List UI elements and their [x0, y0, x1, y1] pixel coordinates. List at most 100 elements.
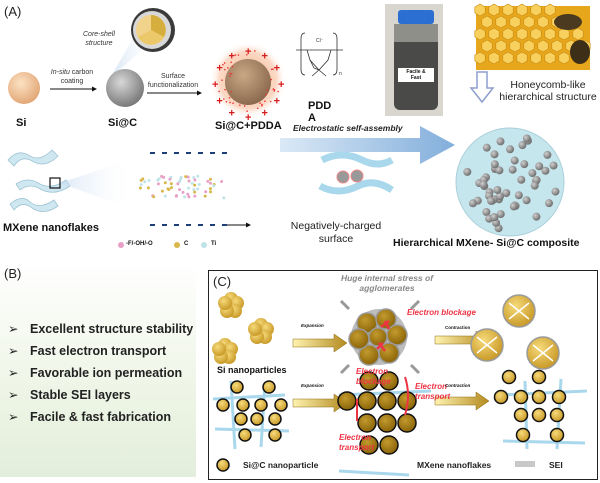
charge-dot	[229, 97, 231, 99]
legend-sei-swatch	[515, 461, 535, 467]
atom	[175, 194, 178, 197]
honeycomb-photo	[475, 4, 590, 70]
legend-dot-c	[174, 242, 180, 248]
sic-ball	[506, 145, 514, 153]
atom	[147, 179, 150, 182]
bullet-arrow-icon: ➢	[8, 343, 30, 358]
advantage-item: ➢Stable SEI layers	[8, 387, 131, 402]
expansion-label-bottom: Expansion	[301, 383, 324, 388]
panel-c-label: (C)	[213, 274, 231, 289]
agglomerate	[349, 309, 407, 365]
sic-particle	[551, 409, 564, 422]
self-assembly-label: Electrostatic self-assembly	[293, 123, 403, 133]
functionalization-step-label: Surface functionalization	[142, 72, 204, 90]
plus-charge: +	[216, 63, 222, 75]
neg-surface-line1: Negatively-charged	[276, 220, 396, 233]
sic-particle	[495, 391, 508, 404]
sic-particle	[533, 391, 546, 404]
electron-transport-label-left: Electron transport	[339, 433, 374, 453]
atom	[193, 179, 196, 182]
mxene-flakes-icon	[8, 150, 70, 212]
sic-ball	[491, 160, 499, 168]
mxene-label: MXene nanoflakes	[3, 222, 99, 234]
atom	[204, 190, 207, 193]
atom	[191, 182, 194, 185]
negative-surface-label: Negatively-charged surface	[276, 220, 396, 246]
plus-charge: +	[212, 79, 218, 91]
honeycomb-cell	[475, 52, 485, 64]
plus-charge: +	[245, 46, 251, 58]
legend-sei-label: SEI	[549, 460, 563, 470]
sic-particle	[378, 414, 396, 432]
panel-c-graphics	[209, 271, 597, 479]
sic-particle	[517, 429, 530, 442]
legend-sic-icon	[217, 459, 229, 471]
sic-ball	[523, 196, 531, 204]
blockage2-line2: blockage	[356, 377, 391, 387]
panel-b-label: (B)	[4, 266, 21, 281]
jar-label-line2: Fast	[398, 75, 434, 81]
transport-b-line1: Electron	[339, 433, 374, 443]
sic-particle	[251, 413, 263, 425]
advantage-text: Facile & fast fabrication	[30, 410, 171, 424]
atom	[141, 177, 144, 180]
atom	[143, 180, 146, 183]
sic-ball	[543, 151, 551, 159]
sic-ball	[490, 150, 498, 158]
atom	[206, 180, 209, 183]
sic-particle	[275, 399, 287, 411]
plus-charge: +	[262, 108, 268, 120]
atom	[168, 178, 171, 181]
plus-charge: +	[229, 108, 235, 120]
charge-dot	[224, 89, 226, 91]
si-nanoparticle-clusters	[212, 292, 274, 364]
atom	[209, 178, 212, 181]
stress-label: Huge internal stress of agglomerates	[327, 273, 447, 293]
honeycomb-cell	[489, 4, 499, 16]
charge-dot	[232, 102, 234, 104]
charge-dot	[266, 89, 268, 91]
sic-ball	[545, 199, 553, 207]
sic-particle	[358, 414, 376, 432]
coating-step-label: In-situ carbon coating	[44, 68, 100, 86]
pdda-label-line1: PDD	[308, 100, 331, 112]
atom	[170, 182, 173, 185]
panel-c: (C) Huge internal stress of agglomerates…	[208, 270, 598, 480]
charge-dot	[235, 54, 237, 56]
sic-label: Si@C	[108, 117, 137, 129]
honeycomb-cell	[573, 28, 583, 40]
sic-ball	[483, 144, 491, 152]
sic-ball	[520, 160, 528, 168]
charge-dot	[218, 91, 220, 93]
plus-charge: +	[278, 79, 284, 91]
atom	[204, 195, 207, 198]
sic-particle	[263, 381, 275, 393]
atom	[140, 183, 143, 186]
atom	[139, 186, 142, 189]
charge-dot	[231, 91, 233, 93]
atom	[158, 177, 161, 180]
charge-dot	[224, 69, 226, 71]
legend-dot-ti	[201, 242, 207, 248]
charge-dot	[246, 110, 248, 112]
sic-ball	[469, 199, 477, 207]
atom	[164, 195, 167, 198]
electron-blockage-label: Electron blockage	[407, 308, 476, 317]
honeycomb-cell	[517, 52, 527, 64]
mxene-atomic-layers	[139, 175, 225, 200]
honeycomb-cell	[503, 52, 513, 64]
sic-ball	[493, 186, 501, 194]
pdda-label: PDD A	[308, 100, 331, 124]
insitu-text: In-situ	[51, 69, 70, 76]
atom	[178, 188, 181, 191]
bullet-arrow-icon: ➢	[8, 321, 30, 336]
honeycomb-cell	[510, 40, 520, 52]
sic-ball	[490, 213, 498, 221]
sic-particle	[515, 409, 528, 422]
atom	[182, 191, 185, 194]
core-shell-line1: Core-shell	[83, 30, 115, 39]
charge-dot	[231, 73, 233, 75]
legend-mxene-label: MXene nanoflakes	[417, 460, 491, 470]
atom	[162, 176, 165, 179]
